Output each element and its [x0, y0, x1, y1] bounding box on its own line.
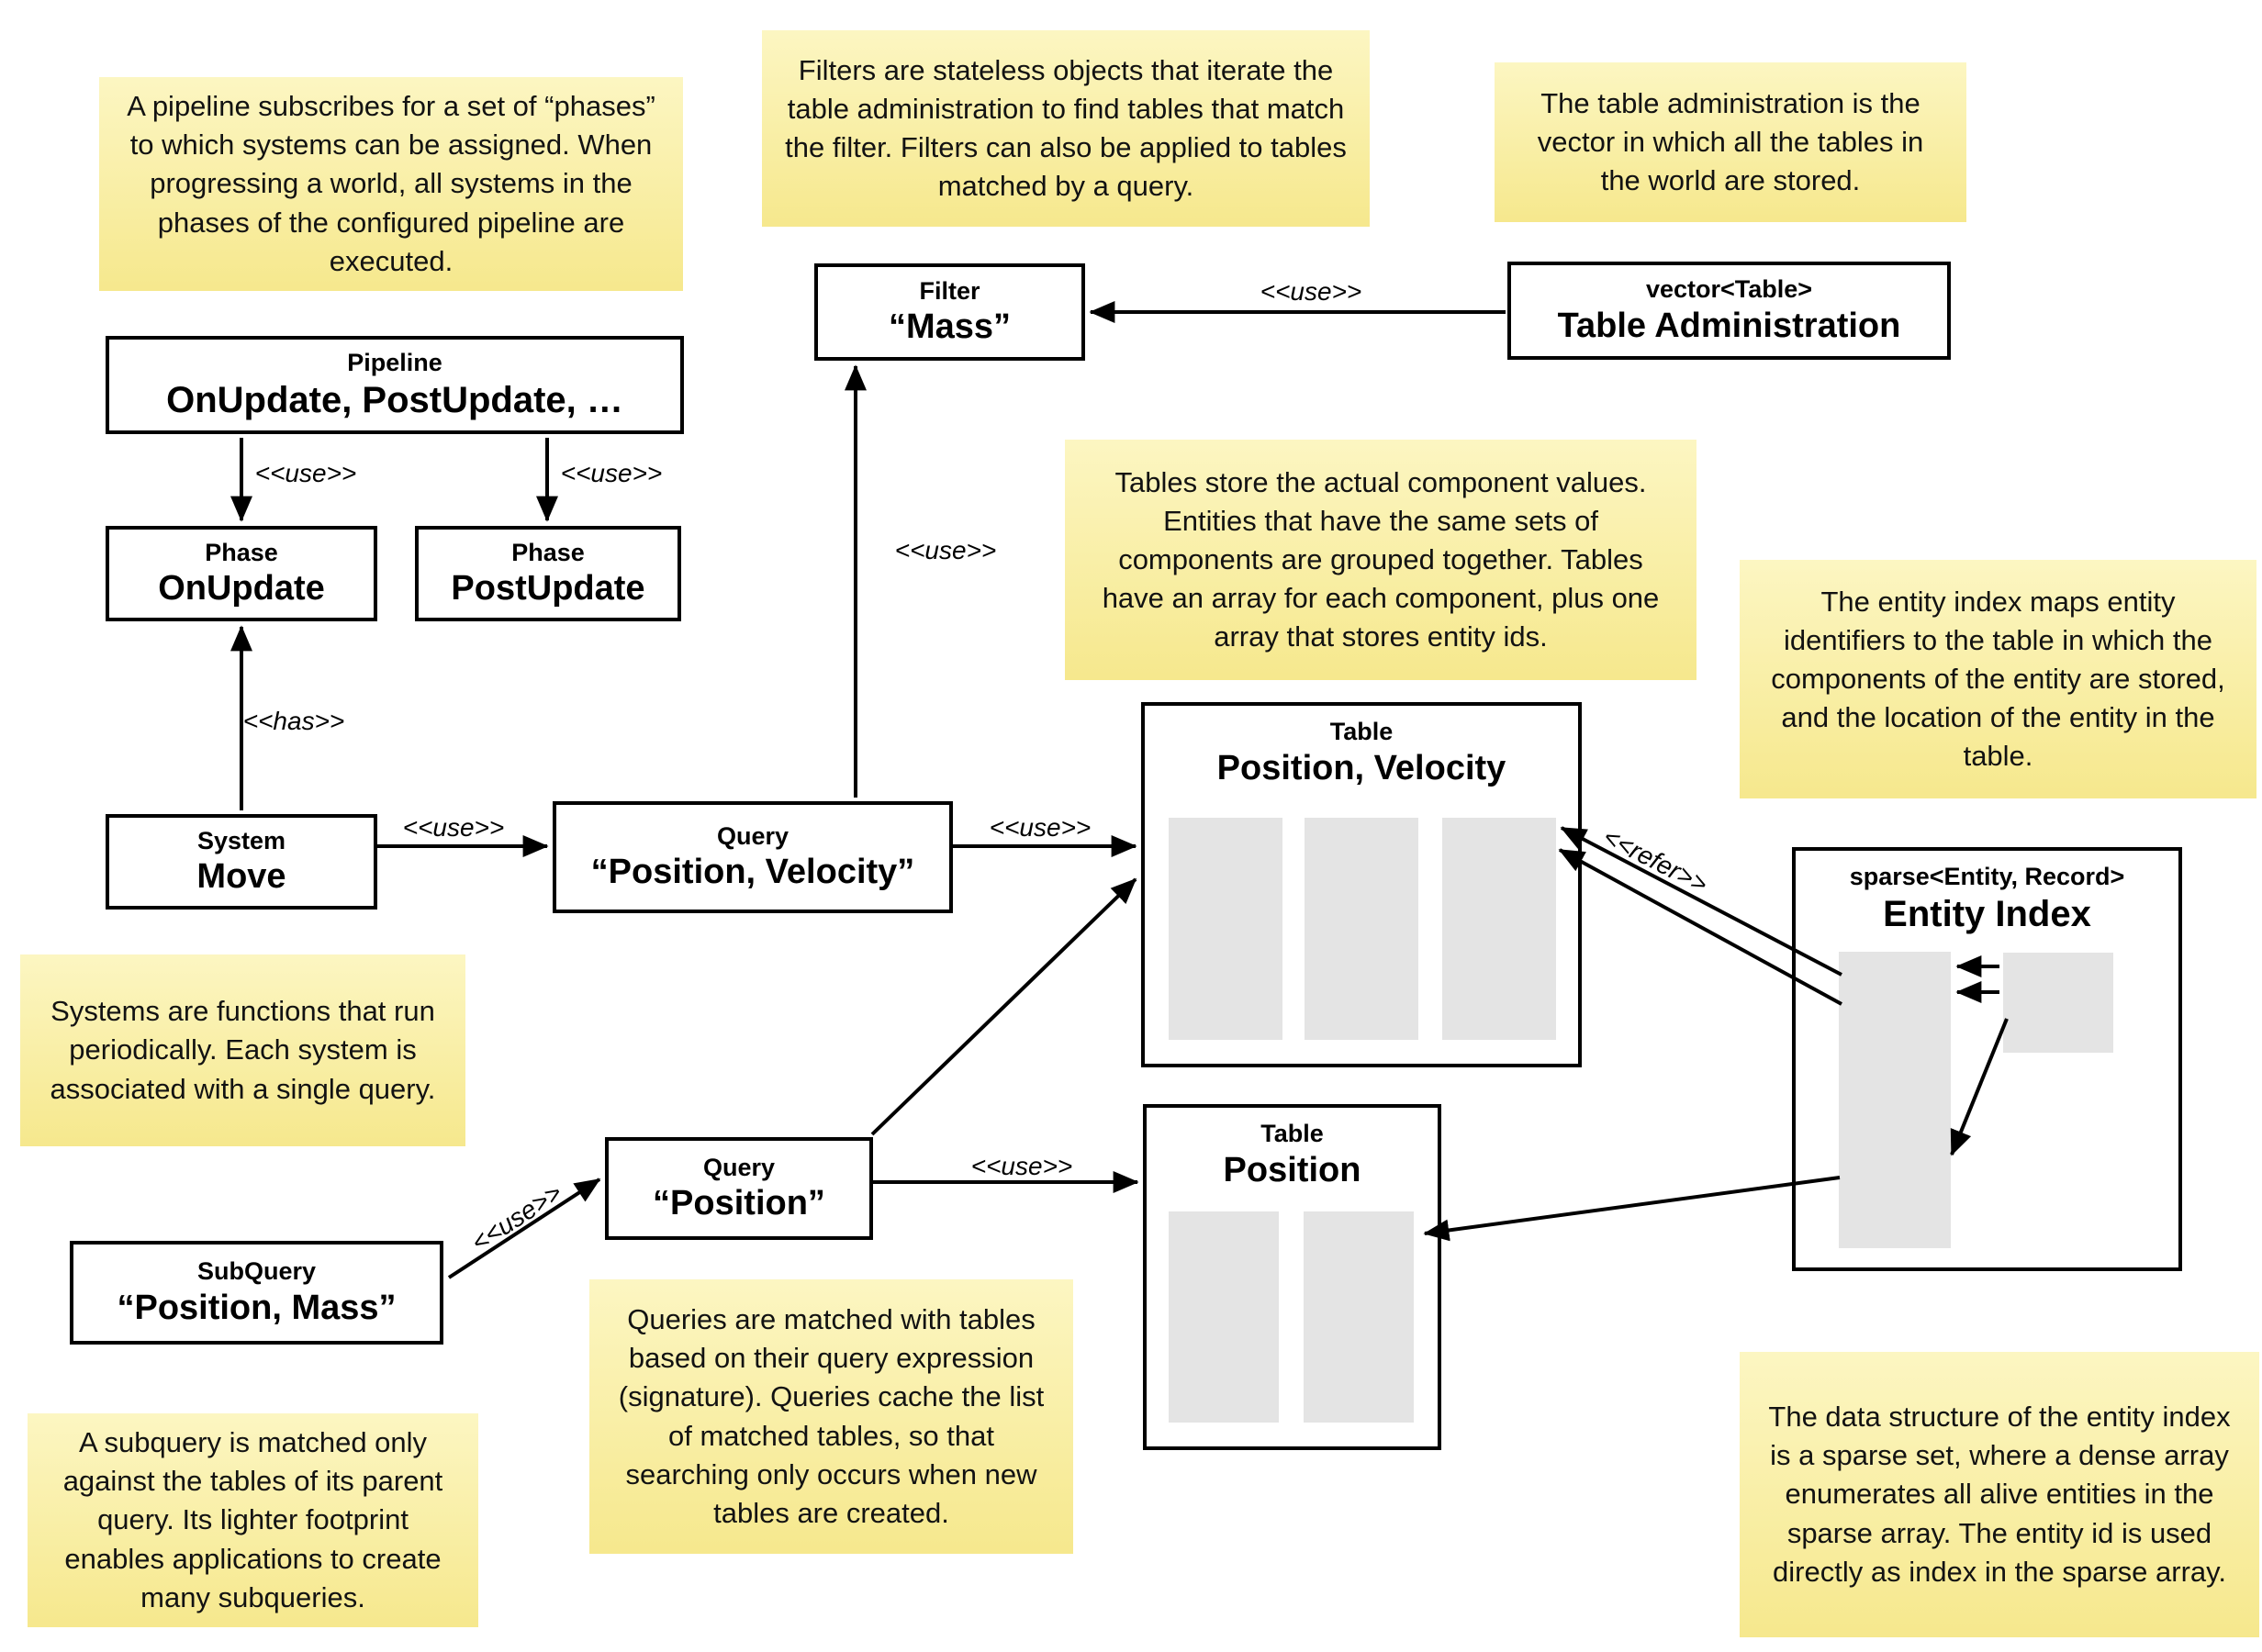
node-table-position-velocity-name: Position, Velocity: [1216, 748, 1506, 787]
node-entity-index-name: Entity Index: [1883, 893, 2091, 934]
note-tables: Tables store the actual component values…: [1065, 440, 1696, 680]
stereotype-refer: <<refer>>: [1598, 821, 1713, 899]
node-entity-index: sparse<Entity, Record> Entity Index: [1792, 847, 2182, 1271]
stereotype-use: <<use>>: [560, 459, 663, 487]
node-system-move: System Move: [106, 814, 377, 910]
node-subquery: SubQuery “Position, Mass”: [70, 1241, 443, 1345]
node-query-position: Query “Position”: [605, 1137, 873, 1240]
note-filters: Filters are stateless objects that itera…: [762, 30, 1370, 227]
stereotype-use: <<use>>: [402, 813, 505, 842]
node-phase-onupdate: Phase OnUpdate: [106, 526, 377, 621]
node-query-position-velocity-kind: Query: [716, 821, 789, 850]
node-table-position: Table Position: [1143, 1104, 1441, 1450]
sparse-array: [1839, 952, 1951, 1248]
connector-queryp-tablepv: [870, 877, 1137, 1136]
stereotype-use: <<use>>: [465, 1178, 567, 1257]
stereotype-use: <<use>>: [970, 1152, 1073, 1180]
node-phase-onupdate-kind: Phase: [205, 538, 278, 566]
node-filter: Filter “Mass”: [814, 263, 1085, 361]
node-table-administration-kind: vector<Table>: [1645, 275, 1813, 304]
node-phase-onupdate-name: OnUpdate: [158, 569, 325, 608]
component-array: [1169, 1211, 1279, 1423]
note-systems: Systems are functions that run periodica…: [20, 954, 465, 1146]
note-entity-index: The entity index maps entity identifiers…: [1740, 560, 2256, 798]
node-pipeline: Pipeline OnUpdate, PostUpdate, …: [106, 336, 684, 434]
node-filter-name: “Mass”: [888, 307, 1012, 347]
node-phase-postupdate-name: PostUpdate: [451, 569, 645, 608]
node-pipeline-kind: Pipeline: [347, 349, 442, 377]
note-pipeline: A pipeline subscribes for a set of “phas…: [99, 77, 683, 291]
node-system-move-kind: System: [196, 826, 286, 854]
node-table-administration: vector<Table> Table Administration: [1507, 262, 1951, 360]
node-query-position-kind: Query: [702, 1153, 776, 1181]
node-entity-index-kind: sparse<Entity, Record>: [1849, 863, 2125, 890]
node-table-position-kind: Table: [1260, 1120, 1324, 1147]
node-table-position-velocity: Table Position, Velocity: [1141, 702, 1582, 1067]
node-system-move-name: Move: [196, 857, 286, 897]
node-subquery-name: “Position, Mass”: [117, 1288, 397, 1327]
connector-entityindex-tablep: [1423, 1176, 1841, 1242]
component-array: [1442, 818, 1556, 1040]
node-query-position-name: “Position”: [653, 1184, 825, 1223]
note-sparse-set: The data structure of the entity index i…: [1740, 1352, 2259, 1637]
stereotype-use: <<use>>: [1260, 277, 1362, 306]
component-array: [1305, 818, 1418, 1040]
node-phase-postupdate: Phase PostUpdate: [415, 526, 681, 621]
stereotype-use: <<use>>: [989, 813, 1092, 842]
node-query-position-velocity: Query “Position, Velocity”: [553, 801, 953, 913]
node-table-position-velocity-kind: Table: [1329, 718, 1394, 745]
node-phase-postupdate-kind: Phase: [511, 538, 585, 566]
stereotype-use: <<use>>: [894, 536, 997, 564]
node-subquery-kind: SubQuery: [196, 1257, 317, 1286]
stereotype-use: <<use>>: [254, 459, 357, 487]
node-query-position-velocity-name: “Position, Velocity”: [590, 853, 915, 892]
note-subqueries: A subquery is matched only against the t…: [28, 1413, 478, 1627]
stereotype-has: <<has>>: [242, 707, 345, 735]
component-array: [1304, 1211, 1414, 1423]
note-queries: Queries are matched with tables based on…: [589, 1279, 1073, 1554]
component-array: [1169, 818, 1282, 1040]
node-filter-kind: Filter: [919, 276, 980, 305]
note-table-administration: The table administration is the vector i…: [1495, 62, 1966, 222]
node-table-position-name: Position: [1223, 1150, 1361, 1189]
dense-array: [2003, 953, 2113, 1053]
node-pipeline-name: OnUpdate, PostUpdate, …: [166, 379, 623, 420]
node-table-administration-name: Table Administration: [1557, 306, 1901, 345]
